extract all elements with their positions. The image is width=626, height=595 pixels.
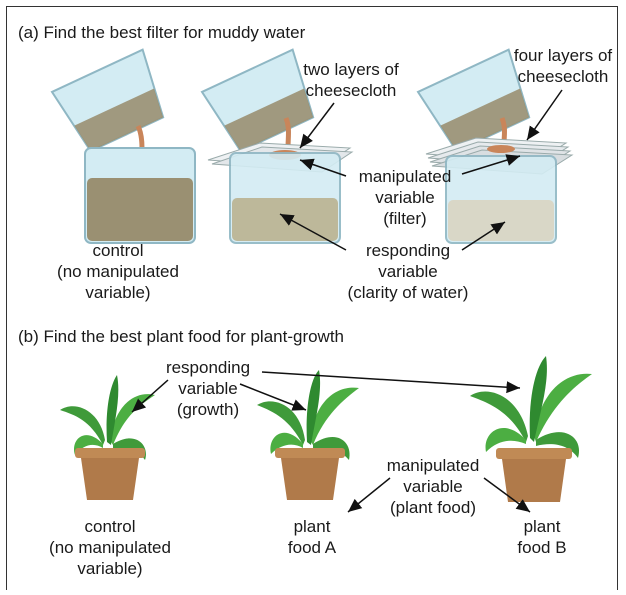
plant-food-a-icon bbox=[255, 370, 365, 505]
label-control-a: control (no manipulated variable) bbox=[38, 240, 198, 303]
label-two-layers: two layers of cheesecloth bbox=[286, 59, 416, 101]
label-food-b: plant food B bbox=[502, 516, 582, 558]
label-manipulated-plant-food: manipulated variable (plant food) bbox=[368, 455, 498, 518]
label-four-layers: four layers of cheesecloth bbox=[498, 45, 626, 87]
label-manipulated-filter: manipulated variable (filter) bbox=[345, 166, 465, 229]
receiving-beaker-icon bbox=[230, 153, 340, 243]
label-responding-growth: responding variable (growth) bbox=[148, 357, 268, 420]
section-a-title: (a) Find the best filter for muddy water bbox=[18, 22, 305, 43]
label-control-b: control (no manipulated variable) bbox=[30, 516, 190, 579]
label-responding-clarity: responding variable (clarity of water) bbox=[333, 240, 483, 303]
receiving-beaker-icon bbox=[85, 148, 195, 243]
pouring-beaker-icon bbox=[52, 50, 172, 156]
beaker-setup-control bbox=[30, 48, 200, 248]
label-food-a: plant food A bbox=[272, 516, 352, 558]
section-b-title: (b) Find the best plant food for plant-g… bbox=[18, 326, 344, 347]
